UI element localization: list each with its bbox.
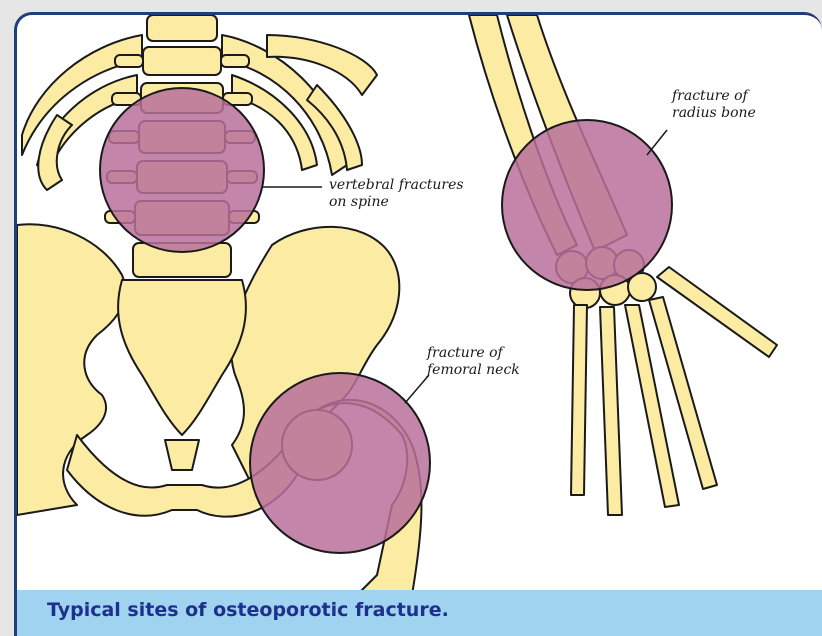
radius-pointer [647,130,667,155]
femoral-pointer [405,375,429,403]
wrist-fracture-zone [502,120,672,290]
vertebra-1 [147,15,217,41]
caption: Typical sites of osteoporotic fracture. [47,599,449,621]
femoral-fracture-label: fracture of femoral neck [427,345,520,379]
vertebral-fracture-label: vertebral fractures on spine [329,177,464,211]
illustration-frame: vertebral fractures on spine fracture of… [14,12,822,636]
rib-left-3 [38,115,72,190]
spine-fracture-zone [100,88,264,252]
vertebra-2 [143,47,221,75]
caption-bar: Typical sites of osteoporotic fracture. [17,590,822,636]
sacrum [118,280,246,435]
coccyx [165,440,199,470]
hip-fracture-zone [250,373,430,553]
finger-1 [571,305,587,495]
finger-2 [600,307,622,515]
radius-fracture-label: fracture of radius bone [672,88,756,122]
